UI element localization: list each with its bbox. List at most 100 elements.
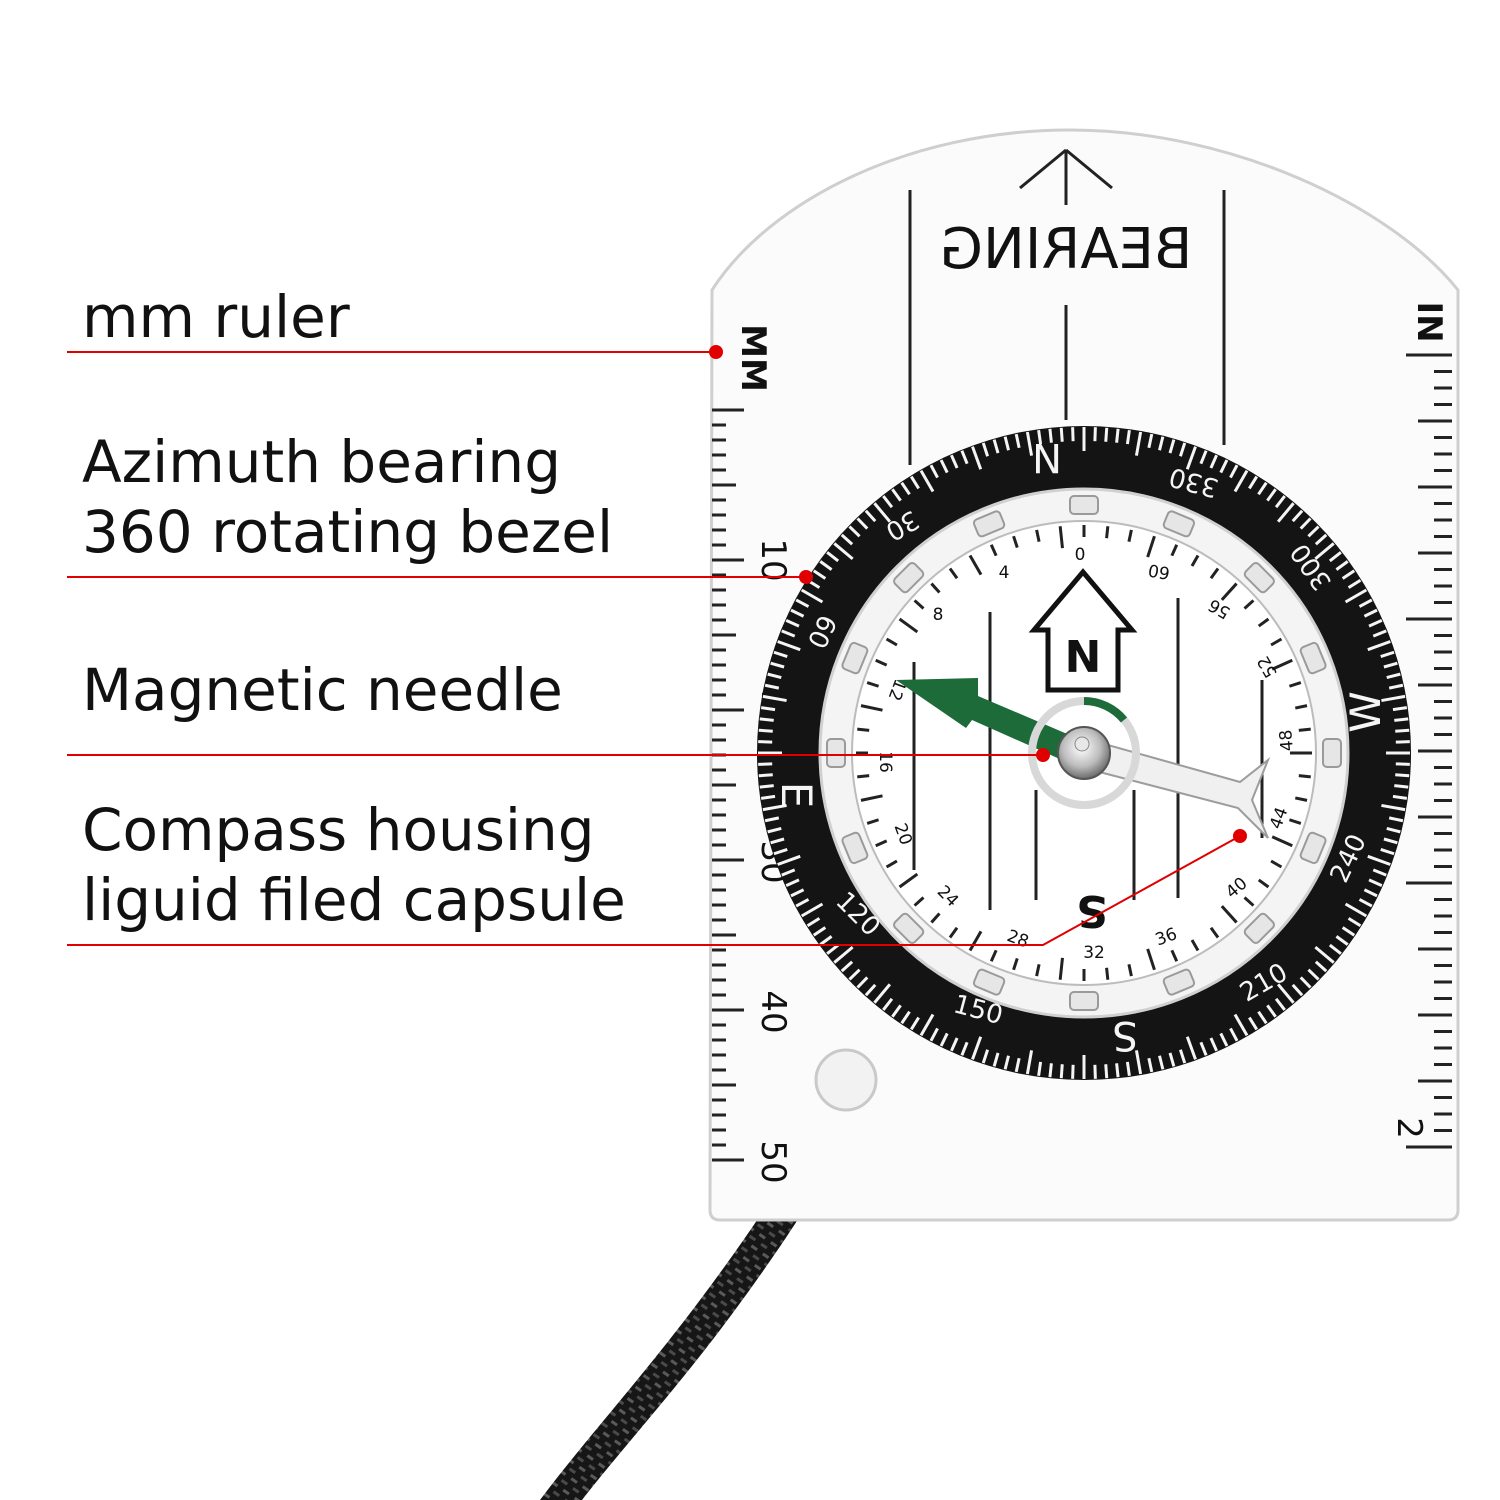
- mm-ruler-ticks: [712, 408, 744, 1162]
- dial-number-32: 32: [1083, 943, 1105, 963]
- dial-tick: [1190, 554, 1200, 567]
- dial-tick: [1270, 637, 1283, 647]
- callout-magnetic-needle: Magnetic needle: [82, 656, 563, 724]
- bezel-cardinal-e: E: [772, 782, 821, 809]
- in-label: IN: [1409, 301, 1449, 342]
- bezel-tick: [759, 717, 774, 722]
- bezel-tick: [1386, 672, 1401, 679]
- capsule-tab: [893, 562, 925, 594]
- dial-number-4: 4: [999, 563, 1010, 583]
- bezel-tick: [960, 450, 969, 465]
- dial-tick: [1058, 957, 1064, 980]
- capsule-tab: [972, 968, 1006, 996]
- bezel-tick: [1059, 1064, 1064, 1079]
- capsule-tab: [1069, 495, 1099, 515]
- inch-number-2: 2: [1389, 1117, 1429, 1139]
- bezel-tick: [790, 888, 805, 898]
- bezel-tick: [1367, 854, 1391, 866]
- bezel-tick: [900, 1010, 911, 1025]
- bezel-tick: [1395, 728, 1410, 733]
- bezel-cardinal-w: W: [1341, 691, 1390, 733]
- dial-tick: [1170, 949, 1179, 962]
- callout-dot-needle: [1036, 748, 1050, 762]
- mm-label: MM: [733, 324, 773, 392]
- bezel-tick: [1219, 1032, 1229, 1047]
- bezel-tick: [1314, 542, 1335, 561]
- bezel-tick: [790, 608, 805, 618]
- bezel-tick: [762, 694, 787, 703]
- needle-hub: [1057, 726, 1111, 780]
- dial-tick: [930, 912, 941, 924]
- bezel-tick: [1025, 1050, 1034, 1075]
- dial-number-8: 8: [933, 605, 944, 625]
- bezel-tick: [1383, 837, 1398, 845]
- dial-number-0: 0: [1075, 545, 1086, 565]
- dial-tick: [1127, 963, 1133, 977]
- bezel-tick: [1178, 1049, 1187, 1064]
- bezel-tick: [1115, 428, 1120, 443]
- callout-mm-ruler: mm ruler: [82, 283, 350, 351]
- callout-dots: [709, 345, 1247, 843]
- bezel-tick: [1168, 439, 1176, 454]
- bezel-tick: [1025, 431, 1034, 456]
- dial-tick: [1257, 878, 1270, 889]
- bezel-tick: [758, 773, 773, 778]
- bezel-tick: [981, 442, 990, 457]
- bezel-tick: [819, 560, 833, 571]
- bezel-tick: [1380, 650, 1395, 659]
- bezel-tick: [848, 525, 861, 538]
- bezel-tick: [929, 464, 939, 479]
- dial-tick: [1294, 704, 1308, 710]
- bezel-tick: [795, 898, 810, 908]
- bezel-tick: [1344, 588, 1368, 604]
- bezel-tick: [939, 1032, 949, 1047]
- bezel-tick: [1291, 983, 1304, 997]
- dial-tick: [898, 617, 919, 634]
- bezel-tick: [1048, 428, 1053, 443]
- capsule-tab: [1243, 562, 1275, 594]
- housing-letter-n: N: [1065, 629, 1102, 680]
- bezel-tick: [1248, 1016, 1259, 1031]
- bezel-tick: [806, 917, 821, 928]
- dial-tick: [1035, 963, 1041, 977]
- bezel-tick: [992, 1052, 1000, 1067]
- inch-ruler-ticks: [1406, 353, 1452, 1149]
- direction-arrow: [1019, 148, 1113, 205]
- hub-luminous-mark: [1083, 697, 1128, 723]
- bezel-tick: [1276, 502, 1295, 523]
- dial-tick: [1209, 926, 1220, 939]
- bezel-tick: [1059, 427, 1064, 442]
- dial-tick: [857, 727, 870, 732]
- callout-housing-line2: liguid filed capsule: [82, 866, 626, 934]
- dial-tick: [1012, 535, 1019, 549]
- bezel-tick: [1341, 926, 1356, 937]
- bezel-tick: [767, 672, 782, 679]
- bezel-tick: [891, 1004, 902, 1018]
- bezel-tick: [795, 598, 810, 608]
- needle-north: [896, 678, 1086, 768]
- capsule-tab: [1322, 738, 1342, 768]
- capsule-tab: [841, 641, 869, 675]
- dial-tick: [866, 818, 880, 825]
- bezel-cardinal-n: N: [1032, 434, 1062, 480]
- bezel-tick: [826, 943, 840, 955]
- bezel-tick: [856, 976, 869, 989]
- bezel-tick: [758, 728, 773, 733]
- bezel-tick: [833, 945, 854, 964]
- bezel-tick: [800, 902, 824, 918]
- bezel-tick: [1307, 525, 1320, 538]
- bezel-tick: [1358, 898, 1373, 908]
- bezel-tick: [1199, 1041, 1208, 1056]
- bezel-tick: [1335, 935, 1349, 946]
- bezel-tick: [840, 960, 854, 973]
- dial-tick: [885, 637, 898, 647]
- bezel-tick: [800, 588, 824, 604]
- bezel-tick: [1178, 442, 1187, 457]
- bezel-tick: [882, 495, 894, 509]
- bezel-tick: [1248, 475, 1259, 490]
- bezel-tick: [1037, 1061, 1043, 1077]
- dial-tick: [1035, 529, 1041, 543]
- bezel-tick: [919, 1013, 935, 1037]
- bezel-tick: [864, 983, 877, 997]
- needle-south: [1082, 738, 1271, 839]
